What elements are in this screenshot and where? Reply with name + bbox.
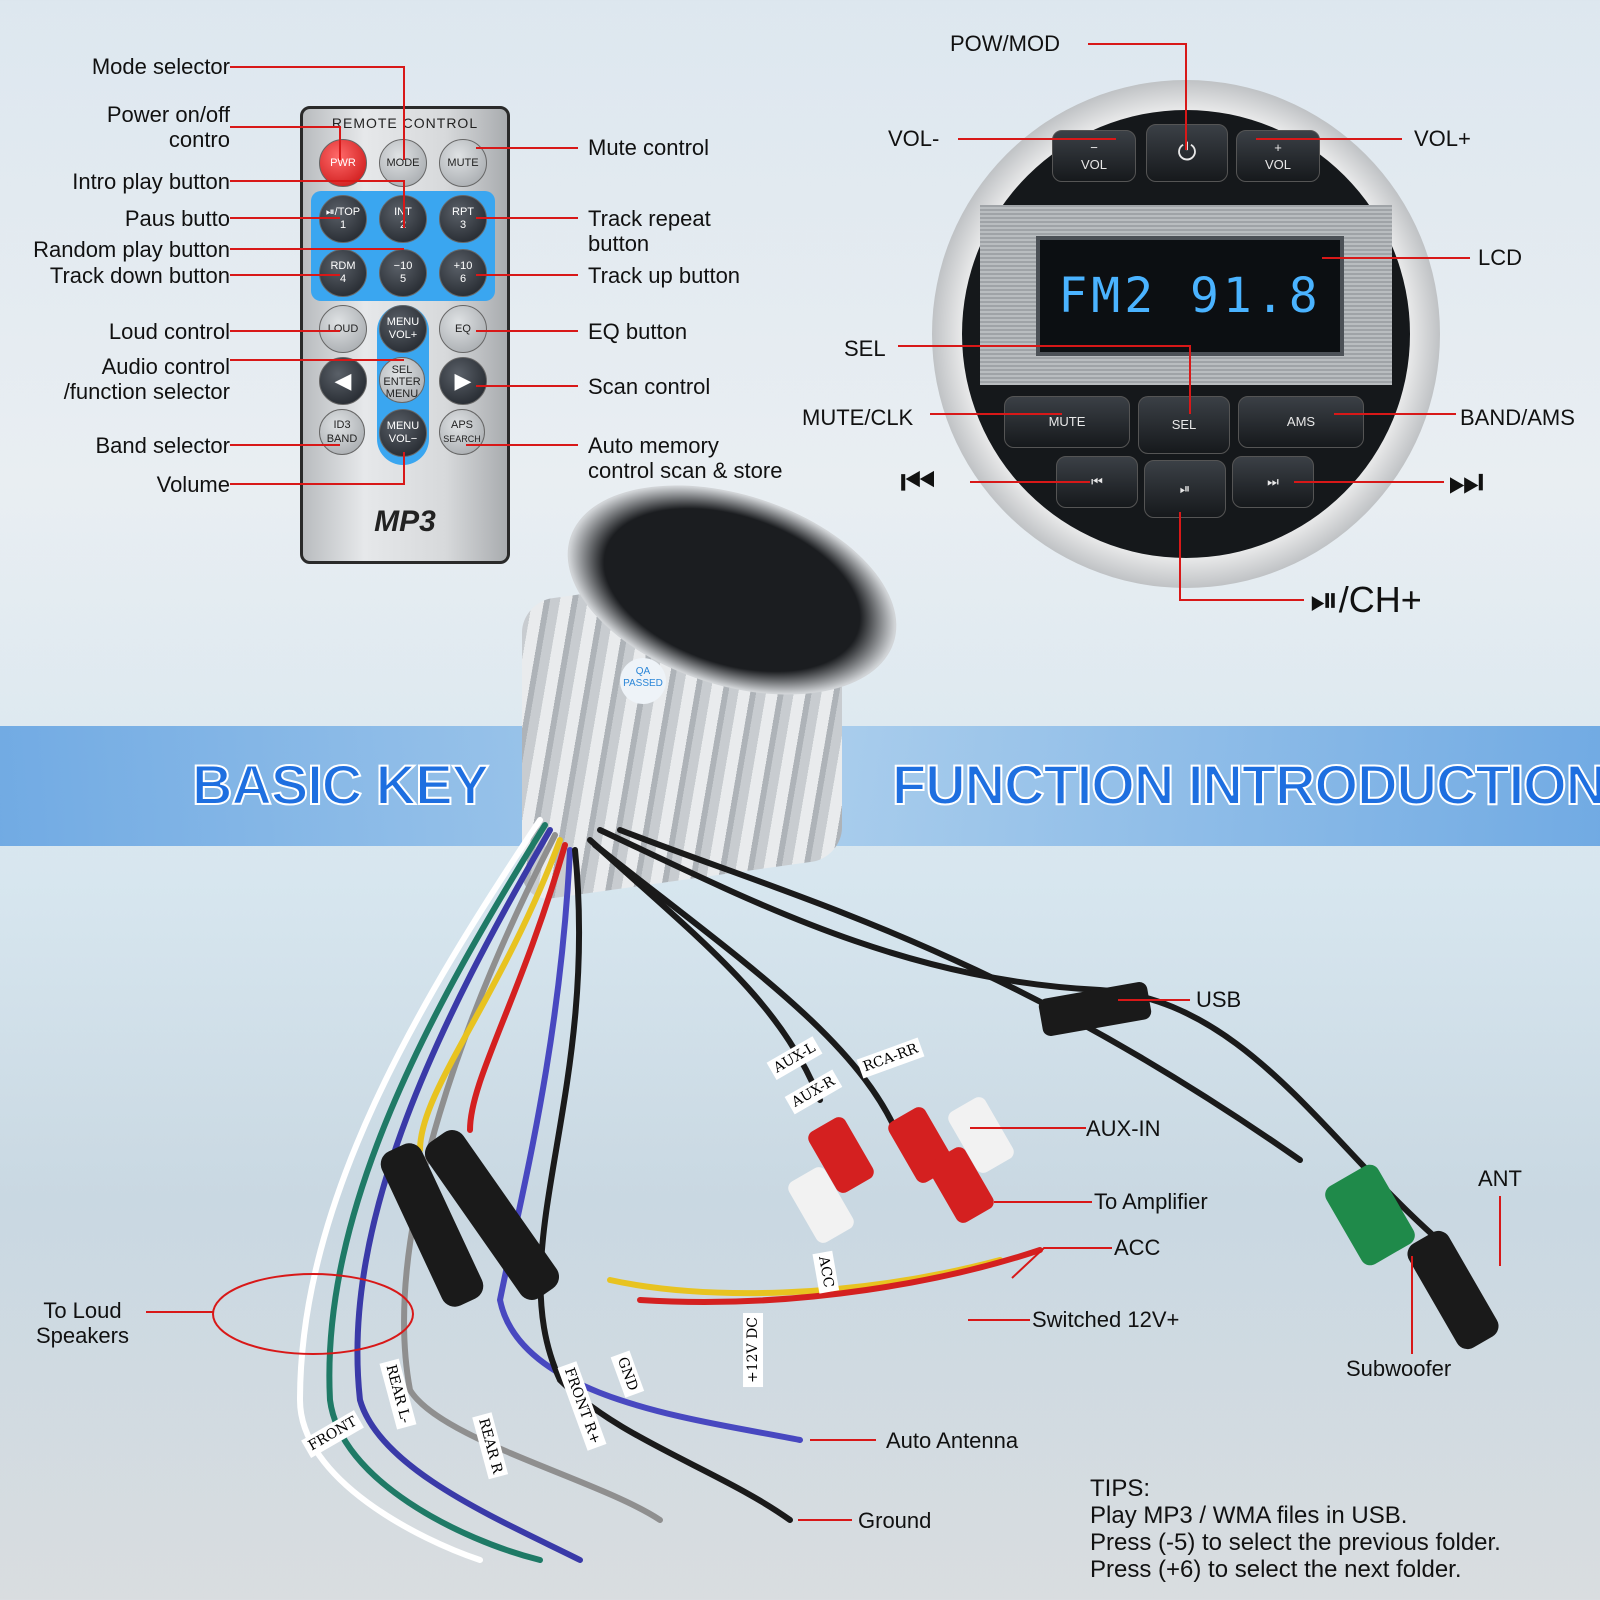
label-track-down: Track down button: [49, 263, 230, 288]
label-band-ams: BAND/AMS: [1460, 405, 1575, 430]
label-eq-button: EQ button: [588, 319, 688, 344]
tips-title: TIPS:: [1090, 1475, 1151, 1502]
label-audio: Audio control /function selector: [63, 354, 230, 404]
label-track-up: Track up button: [588, 263, 741, 288]
label-switched-12v: Switched 12V+: [1032, 1307, 1180, 1332]
label-vol-plus: VOL+: [1414, 126, 1471, 151]
remote-prev-button[interactable]: ◀: [319, 357, 367, 405]
lcd-readout: FM2 91.8: [1058, 268, 1322, 324]
label-auto-memory: Auto memory control scan & store: [588, 433, 783, 483]
label-play-ch: ⏯/CH+: [1310, 579, 1422, 620]
label-vol-minus: VOL-: [888, 126, 940, 151]
label-prev-track: ⏮: [900, 460, 936, 504]
unit-ams-button[interactable]: AMS: [1238, 396, 1364, 448]
label-random-play: Random play button: [33, 237, 230, 262]
label-sel: SEL: [844, 336, 886, 361]
tips-line-3: Press (+6) to select the next folder.: [1090, 1556, 1462, 1583]
label-to-loud-speakers: To Loud Speakers: [36, 1298, 129, 1348]
tips-line-1: Play MP3 / WMA files in USB.: [1090, 1502, 1408, 1529]
label-pow-mod: POW/MOD: [950, 31, 1060, 56]
label-aux-in: AUX-IN: [1086, 1116, 1161, 1141]
label-mute-clk: MUTE/CLK: [802, 405, 914, 430]
label-mute-control: Mute control: [588, 135, 710, 160]
tips-line-2: Press (-5) to select the previous folder…: [1090, 1529, 1501, 1556]
label-acc: ACC: [1114, 1235, 1161, 1260]
label-intro-play: Intro play button: [72, 169, 230, 194]
label-scan-control: Scan control: [588, 374, 711, 399]
banner-title-right: FUNCTION INTRODUCTION: [891, 752, 1600, 817]
banner-title-left: BASIC KEY: [191, 752, 490, 817]
label-auto-antenna: Auto Antenna: [886, 1428, 1019, 1453]
lcd-screen: FM2 91.8: [1036, 236, 1344, 356]
label-usb: USB: [1196, 987, 1242, 1012]
label-volume: Volume: [156, 472, 230, 497]
label-loud: Loud control: [108, 319, 230, 344]
tips-box: TIPS: Play MP3 / WMA files in USB. Press…: [1090, 1475, 1501, 1583]
label-power: Power on/off contro: [106, 102, 230, 152]
unit-play-pause-button[interactable]: ⏯: [1144, 460, 1226, 518]
mp3-logo: MP3: [374, 505, 436, 538]
unit-mute-button[interactable]: MUTE: [1004, 396, 1130, 448]
label-ground: Ground: [858, 1508, 932, 1533]
label-mode-selector: Mode selector: [91, 54, 230, 79]
label-track-repeat: Track repeat button: [588, 206, 711, 256]
label-pause: Paus butto: [124, 206, 230, 231]
remote-power-button[interactable]: PWR: [319, 139, 367, 187]
unit-sel-button[interactable]: SEL: [1138, 396, 1230, 454]
label-subwoofer: Subwoofer: [1346, 1356, 1452, 1381]
remote-eq-button[interactable]: EQ: [439, 305, 487, 353]
label-to-amplifier: To Amplifier: [1094, 1189, 1208, 1214]
qa-sticker: QA PASSED: [620, 658, 666, 704]
remote-next-button[interactable]: ▶: [439, 357, 487, 405]
label-lcd: LCD: [1478, 245, 1523, 270]
label-next-track: ⏭: [1448, 460, 1484, 504]
label-band-selector: Band selector: [95, 433, 230, 458]
label-ant: ANT: [1478, 1166, 1522, 1191]
